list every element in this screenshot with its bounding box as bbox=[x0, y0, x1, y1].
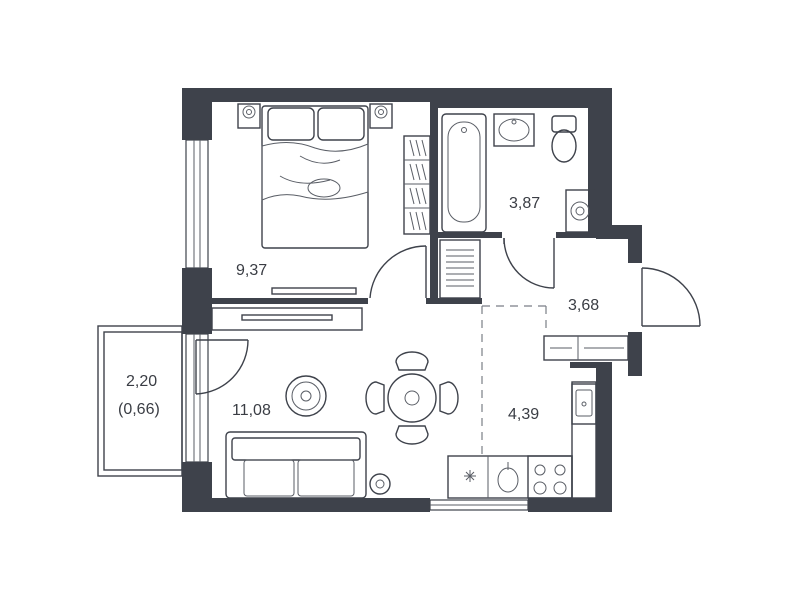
kitchen-counter bbox=[447, 455, 573, 499]
floor-lamp bbox=[369, 473, 391, 495]
bathroom-area-label: 3,87 bbox=[509, 195, 541, 212]
nightstand-left bbox=[237, 103, 261, 129]
kitchen-cabinets bbox=[571, 381, 597, 499]
entry-shelf bbox=[543, 335, 629, 361]
toilet bbox=[551, 115, 577, 163]
tv-stand bbox=[211, 287, 363, 331]
doors bbox=[369, 237, 701, 327]
balcony bbox=[97, 325, 249, 477]
living-area-label: 11,08 bbox=[232, 402, 271, 419]
bedroom-wardrobe bbox=[403, 135, 431, 235]
nightstand-right bbox=[369, 103, 393, 129]
sink bbox=[493, 113, 535, 147]
stove bbox=[527, 455, 573, 499]
windows bbox=[185, 139, 529, 511]
balcony-reduced-area-label: (0,66) bbox=[118, 401, 160, 418]
kitchen-area-label: 4,39 bbox=[508, 406, 540, 423]
bathtub bbox=[441, 113, 487, 233]
round-table-set bbox=[365, 351, 459, 445]
washing-machine bbox=[565, 189, 595, 233]
bed bbox=[261, 105, 369, 249]
interior-walls bbox=[212, 102, 598, 368]
zone-lines bbox=[481, 305, 547, 458]
bedroom-area-label: 9,37 bbox=[236, 262, 268, 279]
hall-area-label: 3,68 bbox=[568, 297, 600, 314]
outer-walls bbox=[182, 88, 642, 512]
hall-wardrobe bbox=[439, 239, 481, 299]
plant-pot bbox=[285, 375, 327, 417]
balcony-area-label: 2,20 bbox=[126, 373, 158, 390]
sofa bbox=[225, 431, 367, 499]
